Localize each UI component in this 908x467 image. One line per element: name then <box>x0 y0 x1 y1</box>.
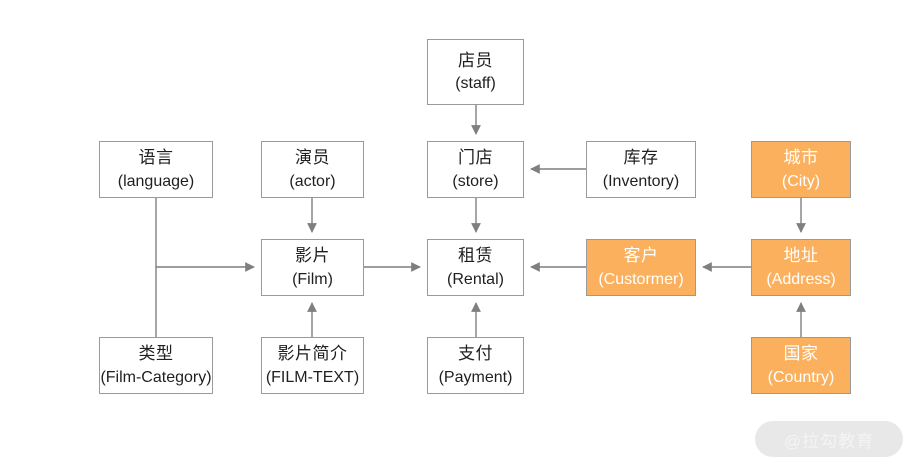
node-payment-label-cn: 支付 <box>458 344 493 364</box>
node-film-label-cn: 影片 <box>295 246 330 266</box>
node-actor[interactable]: 演员 (actor) <box>261 141 364 198</box>
node-actor-label-en: (actor) <box>289 172 336 190</box>
node-film_category-label-cn: 类型 <box>138 344 174 364</box>
node-rental[interactable]: 租赁 (Rental) <box>427 239 524 296</box>
node-inventory[interactable]: 库存 (Inventory) <box>586 141 696 198</box>
node-payment-label-en: (Payment) <box>438 368 513 386</box>
node-city-label-en: (City) <box>781 172 821 190</box>
node-language-label-cn: 语言 <box>138 148 174 168</box>
node-customer-label-en: (Custormer) <box>598 270 684 288</box>
node-rental-label-cn: 租赁 <box>458 246 493 266</box>
node-staff-label-cn: 店员 <box>458 50 493 70</box>
node-film_text[interactable]: 影片简介 (FILM-TEXT) <box>261 337 364 394</box>
node-staff-label-en: (staff) <box>455 75 496 93</box>
node-country-label-cn: 国家 <box>783 344 819 364</box>
node-language[interactable]: 语言 (language) <box>99 141 213 198</box>
node-country[interactable]: 国家 (Country) <box>751 337 851 394</box>
node-inventory-label-en: (Inventory) <box>602 172 680 190</box>
node-film_text-label-cn: 影片简介 <box>277 344 348 364</box>
node-film_category[interactable]: 类型 (Film-Category) <box>99 337 213 394</box>
node-country-label-en: (Country) <box>767 368 835 386</box>
node-address[interactable]: 地址 (Address) <box>751 239 851 296</box>
edge-language-film <box>155 198 255 272</box>
node-city[interactable]: 城市 (City) <box>751 141 851 198</box>
node-film-label-en: (Film) <box>292 270 333 288</box>
node-film_text-label-en: (FILM-TEXT) <box>265 368 360 386</box>
node-store[interactable]: 门店 (store) <box>427 141 524 198</box>
node-address-label-en: (Address) <box>766 270 836 288</box>
node-language-label-en: (language) <box>117 172 195 190</box>
node-film_category-label-en: (Film-Category) <box>100 368 212 386</box>
watermark-text: @拉勾教育 <box>783 431 875 451</box>
node-city-label-cn: 城市 <box>783 148 819 168</box>
node-payment[interactable]: 支付 (Payment) <box>427 337 524 394</box>
node-store-label-cn: 门店 <box>458 148 493 168</box>
node-staff[interactable]: 店员 (staff) <box>427 39 524 105</box>
node-film[interactable]: 影片 (Film) <box>261 239 364 296</box>
node-store-label-en: (store) <box>452 172 499 190</box>
node-inventory-label-cn: 库存 <box>623 148 659 168</box>
node-customer-label-cn: 客户 <box>623 246 659 266</box>
node-rental-label-en: (Rental) <box>447 270 504 288</box>
node-address-label-cn: 地址 <box>783 246 819 266</box>
node-customer[interactable]: 客户 (Custormer) <box>586 239 696 296</box>
node-actor-label-cn: 演员 <box>295 148 330 168</box>
watermark-badge: @拉勾教育 <box>755 421 903 457</box>
